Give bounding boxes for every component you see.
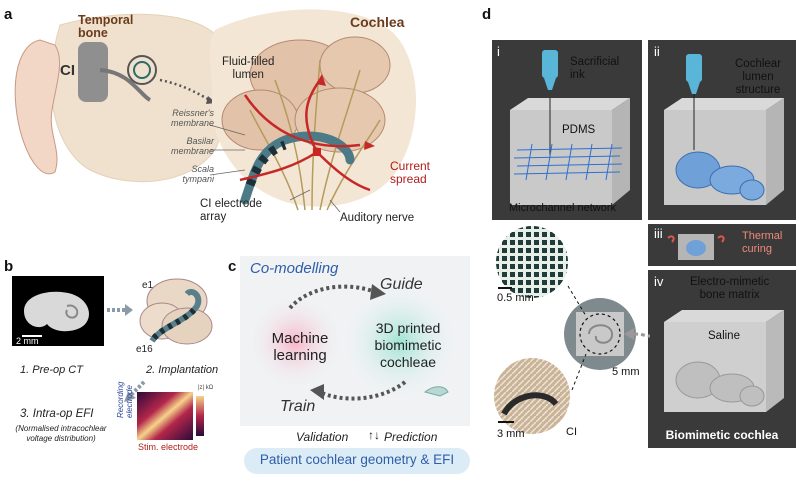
co-modelling-title: Co-modelling [250,260,339,277]
electro-mimetic-label: Electro-mimetic bone matrix [690,276,770,301]
scale-05mm: 0.5 mm [497,292,534,304]
implantation-illustration [139,278,213,345]
ci-label: CI [60,62,75,79]
e1-label: e1 [142,280,154,291]
step-implantation: 2. Implantation [146,364,219,376]
d-iv-numeral: iv [654,274,664,289]
validation-label: Validation [296,430,349,444]
ml-label: Machine learning [271,330,329,364]
scale-bar-2mm: 2 mm [16,336,39,346]
d-ii-numeral: ii [654,44,660,59]
arrow-b2 [124,380,146,402]
train-label: Train [280,398,316,415]
panel-c-letter: c [228,258,237,275]
step-pre-op-ct: 1. Pre-op CT [20,364,83,376]
panel-a-letter: a [4,6,13,23]
reissner-label: Reissner's membrane [170,108,214,128]
heatmap-ylabel: Recording electrode [116,381,134,418]
patient-label: Patient cochlear geometry & EFI [259,452,455,467]
electrode-array-label: CI electrode array [200,198,263,223]
arrow-b1 [107,304,133,316]
photo-composite [494,226,650,434]
microchannel-label: Microchannel network [509,202,616,214]
saline-label: Saline [708,330,740,342]
current-spread-label: Current spread [390,159,431,186]
panel-d-ii [648,40,796,220]
colorbar-title: |z| kΩ [198,385,214,391]
auditory-nerve-label: Auditory nerve [340,212,415,224]
basilar-label: Basilar membrane [170,136,214,156]
d-iii-numeral: iii [654,226,663,241]
fluid-lumen-label: Fluid-filled lumen [222,56,275,81]
prediction-label: Prediction [384,430,438,444]
panel-d-iv [648,270,796,448]
pre-op-ct-image [12,276,104,346]
scala-label: Scala tympani [182,164,214,184]
ci-photo-label: CI [566,426,577,438]
step-intra-op-efi: 3. Intra-op EFI [20,408,94,420]
step-intra-op-sub: (Normalised intracochlear voltage distri… [15,424,107,443]
pdms-label: PDMS [562,124,596,136]
scale-5mm: 5 mm [612,366,640,378]
sacrificial-ink-label: Sacrificial ink [570,56,620,81]
patient-pill [244,448,470,474]
scale-3mm: 3 mm [497,428,525,440]
heatmap-xlabel: Stim. electrode [138,442,199,452]
efi-heatmap [137,392,193,440]
panel-b-letter: b [4,258,14,275]
co-modelling-arrows [247,284,458,401]
heatmap-colorbar [196,396,204,436]
validation-arrows: ↑↓ [368,428,380,442]
d-i-numeral: i [497,44,500,59]
cochlear-lumen-label: Cochlear lumen structure [735,58,782,96]
temporal-bone-label: Temporal bone [78,13,134,40]
printed-cochleae-label: 3D printed biomimetic cochleae [374,320,442,370]
e16-label: e16 [136,344,153,355]
cochlea-label: Cochlea [350,14,405,30]
thermal-curing-label: Thermal curing [742,230,783,255]
panel-d-iii [648,224,796,266]
panel-d-letter: d [482,6,492,23]
panel-a-illustration [14,9,417,213]
panel-d-i [492,40,642,220]
biomimetic-cochlea-label: Biomimetic cochlea [665,428,779,442]
